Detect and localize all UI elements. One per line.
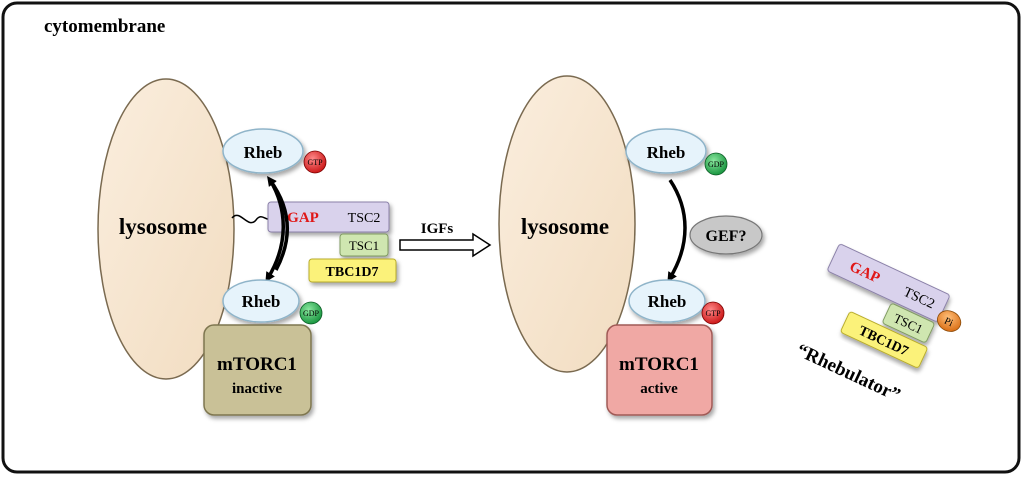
lysosome — [498, 75, 636, 373]
gtp-badge — [701, 301, 725, 325]
gtp-badge — [303, 150, 327, 174]
rheb-bottom — [222, 279, 300, 323]
transition: IGFs — [399, 221, 492, 258]
lysosome-label: lysosome — [119, 214, 207, 239]
tbc1d7-block — [308, 258, 397, 283]
membrane-tether — [231, 214, 271, 224]
igfs-label: IGFs — [421, 221, 454, 237]
gtp-label: GTP — [705, 309, 721, 318]
gtp-hydrolysis-arrow-down — [265, 179, 285, 283]
gdp-label: GDP — [303, 309, 320, 318]
cytomembrane-label: cytomembrane — [44, 16, 165, 37]
tbc1d7-label: TBC1D7 — [326, 265, 379, 280]
gtp-label: GTP — [307, 158, 323, 167]
tsc2-label: TSC2 — [348, 211, 381, 226]
tsc2-block — [827, 244, 950, 322]
gef-oval — [689, 215, 763, 255]
tsc1-label: TSC1 — [349, 238, 379, 253]
rheb-top-label: Rheb — [647, 143, 686, 162]
tsc2-block — [267, 201, 390, 233]
lysosome-label: lysosome — [521, 214, 609, 239]
mtorc1-active — [606, 324, 713, 416]
rheb-bottom — [628, 279, 706, 323]
mtorc1-inactive — [203, 324, 312, 416]
gef-exchange-arrow — [667, 179, 687, 283]
rheb-top-label: Rheb — [244, 143, 283, 162]
tbc1d7-block — [840, 311, 928, 368]
rheb-top — [222, 128, 304, 174]
rheb-top — [625, 128, 707, 174]
lysosome — [97, 78, 235, 380]
mtorc1-inactive-state: inactive — [232, 381, 282, 397]
mtorc1-inactive-label: mTORC1 — [217, 354, 297, 375]
rheb-bottom-label: Rheb — [242, 292, 281, 311]
gdp-badge — [704, 152, 728, 176]
phosphate-badge — [937, 310, 962, 332]
rhebulator-complex: GAP TSC2 TSC1 TBC1D7 Pi — [827, 244, 962, 368]
gap-label: GAP — [287, 210, 319, 226]
igfs-arrow — [399, 232, 492, 258]
rheb-bottom-label: Rheb — [648, 292, 687, 311]
mtorc1-active-label: mTORC1 — [619, 354, 699, 375]
tsc1-block — [882, 303, 935, 343]
mtorc1-active-state: active — [640, 381, 678, 397]
tsc1-block — [339, 233, 389, 257]
gdp-badge — [299, 301, 323, 325]
left-panel: lysosome Rheb GTP GAP TSC2 TSC1 TBC1D7 R… — [97, 78, 397, 416]
middle-panel: lysosome Rheb GDP GEF? Rheb GTP mTORC1 a… — [498, 75, 763, 416]
gdp-label: GDP — [708, 160, 725, 169]
gef-label: GEF? — [706, 228, 747, 245]
